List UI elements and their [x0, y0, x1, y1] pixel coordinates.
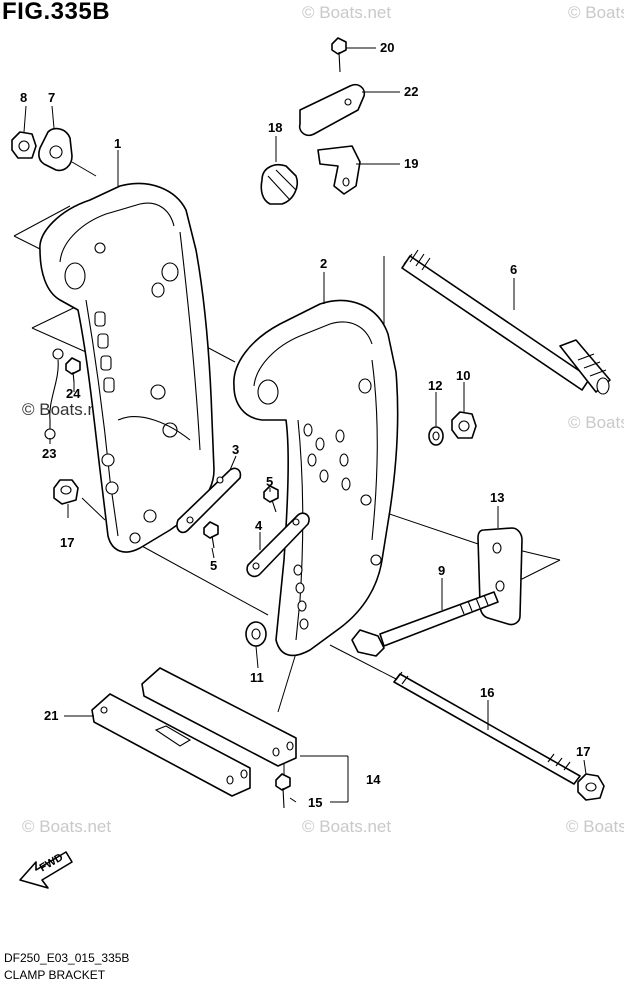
bracket-22 — [298, 83, 366, 137]
screw-15 — [275, 773, 291, 809]
tilt-tube — [401, 249, 611, 395]
callout-3: 3 — [232, 442, 239, 457]
callout-23: 23 — [42, 446, 56, 461]
watermark: © Boats.net — [568, 413, 624, 432]
callout-21: 21 — [44, 708, 58, 723]
ground-wire-23 — [44, 348, 64, 440]
stopper-plates — [176, 467, 310, 578]
nut-8 — [11, 131, 37, 159]
nut-17 — [53, 479, 605, 801]
callout-24: 24 — [66, 386, 81, 401]
clamp-bracket-right — [233, 299, 399, 657]
callout-4: 4 — [255, 518, 263, 533]
callout-22: 22 — [404, 84, 418, 99]
washer-12 — [428, 426, 444, 446]
nut-10 — [451, 411, 477, 439]
callout-11: 11 — [250, 670, 264, 685]
callout-15: 15 — [308, 795, 322, 810]
callout-16: 16 — [480, 685, 494, 700]
watermark: © Boats.net — [22, 817, 111, 836]
callout-numbers: 1 2 3 4 5 5 6 7 8 9 10 11 12 13 14 15 16… — [20, 40, 590, 810]
callout-8: 8 — [20, 90, 27, 105]
watermarks: © Boats.net © Boats.net © Boats.net © Bo… — [22, 3, 624, 836]
fwd-arrow-icon: FWD — [19, 851, 73, 889]
callout-5: 5 — [210, 558, 217, 573]
bolt-20 — [331, 37, 347, 73]
watermark: © Boats.net — [568, 3, 624, 22]
callout-18: 18 — [268, 120, 282, 135]
anode-plate — [477, 527, 523, 626]
watermark: © Boats.net — [22, 400, 111, 419]
figure-name: CLAMP BRACKET — [4, 968, 106, 982]
bolt-5 — [203, 485, 279, 549]
pad-21 — [91, 693, 251, 797]
callout-5: 5 — [266, 474, 273, 489]
callout-20: 20 — [380, 40, 394, 55]
callout-2: 2 — [320, 256, 327, 271]
bolt-24 — [65, 357, 81, 383]
callout-17: 17 — [60, 535, 74, 550]
watermark: © Boats.net — [566, 817, 624, 836]
figure-code: DF250_E03_015_335B — [4, 951, 130, 965]
figure-title: FIG.335B — [2, 0, 111, 25]
callout-9: 9 — [438, 563, 445, 578]
watermark: © Boats.net — [302, 3, 391, 22]
callout-13: 13 — [490, 490, 504, 505]
cap-18 — [260, 164, 298, 205]
callout-14: 14 — [366, 772, 381, 787]
watermark: © Boats.net — [302, 817, 391, 836]
clamp-bracket-left — [39, 182, 215, 553]
pad-14 — [141, 667, 297, 767]
tilt-rod — [393, 671, 581, 785]
callout-19: 19 — [404, 156, 418, 171]
bracket-19 — [317, 145, 361, 195]
callout-17: 17 — [576, 744, 590, 759]
callout-10: 10 — [456, 368, 470, 383]
callout-leaders — [23, 47, 587, 803]
washer-11 — [245, 621, 267, 647]
plate-7 — [38, 127, 97, 177]
long-bolt — [351, 591, 499, 657]
callout-6: 6 — [510, 262, 517, 277]
callout-12: 12 — [428, 378, 442, 393]
callout-1: 1 — [114, 136, 121, 151]
callout-7: 7 — [48, 90, 55, 105]
